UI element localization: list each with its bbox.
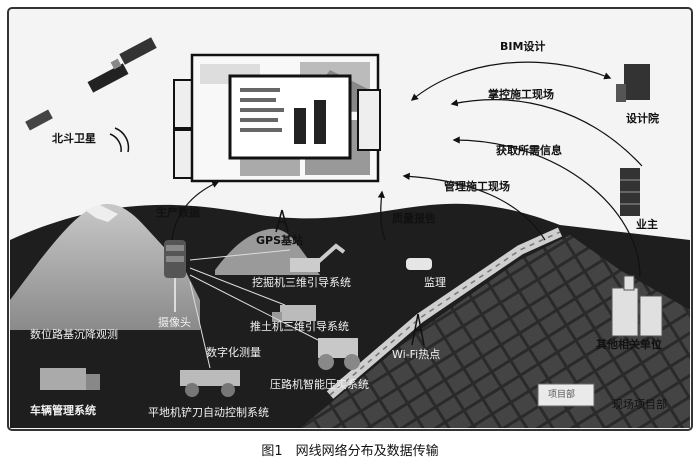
link-line-1 xyxy=(189,249,291,261)
grader-icon xyxy=(180,370,240,397)
satellite-icon xyxy=(25,37,157,153)
car-icon xyxy=(406,258,432,270)
label-project-dept: 现场项目部 xyxy=(612,398,667,411)
camera-icon xyxy=(164,240,186,312)
project-office-building xyxy=(537,383,595,407)
label-digital-survey: 数字化测量 xyxy=(206,346,261,359)
bulldozer-icon xyxy=(272,305,316,322)
label-camera: 摄像头 xyxy=(158,316,191,329)
label-gps-base: GPS基站 xyxy=(256,234,304,247)
label-compactor: 压路机智能压实系统 xyxy=(270,378,369,391)
label-settlement: 数位路基沉降观测 xyxy=(30,328,118,341)
label-manage-site: 管理施工现场 xyxy=(444,180,510,193)
link-line-2 xyxy=(189,267,286,306)
road-line xyxy=(329,231,561,396)
label-bulldozer: 推土机三维引导系统 xyxy=(250,320,349,333)
label-wifi: Wi-Fi热点 xyxy=(392,348,441,361)
label-owner: 业主 xyxy=(636,218,658,231)
link-line-3 xyxy=(189,274,319,341)
truck-icon xyxy=(40,368,100,390)
label-vehicle-mgmt: 车辆管理系统 xyxy=(30,404,96,417)
label-control-site: 掌控施工现场 xyxy=(488,88,554,101)
gps-tower xyxy=(275,209,289,233)
other-units-building xyxy=(611,275,663,337)
arrow-production xyxy=(171,181,220,241)
arrow-control xyxy=(450,99,643,167)
label-quality-report: 质量报告 xyxy=(392,212,436,225)
mountain-snow xyxy=(85,205,118,222)
figure-caption: 图1 网线网络分布及数据传输 xyxy=(261,444,439,459)
arrow-quality xyxy=(377,190,386,241)
compactor-icon xyxy=(318,338,360,370)
monitor-panels xyxy=(173,53,381,183)
owner-building xyxy=(620,168,640,216)
label-project-office-sign: 项目部 xyxy=(548,390,576,400)
label-bim: BIM设计 xyxy=(500,40,546,53)
left-mountain xyxy=(10,204,200,330)
label-obtain-info: 获取所需信息 xyxy=(496,144,562,157)
grid-slope xyxy=(300,235,690,428)
arrow-bim xyxy=(410,61,612,101)
design-institute-building xyxy=(616,64,650,102)
label-monitor: 监理 xyxy=(424,276,446,289)
label-design-institute: 设计院 xyxy=(626,112,659,125)
arrow-manage xyxy=(402,172,546,241)
label-grader: 平地机铲刀自动控制系统 xyxy=(148,406,269,419)
arrow-obtain xyxy=(452,136,641,277)
wifi-tower-icon xyxy=(411,313,425,346)
excavator-icon xyxy=(290,243,346,272)
link-line-4 xyxy=(189,281,211,369)
label-other-units: 其他相关单位 xyxy=(596,338,662,351)
label-production-data: 生产数据 xyxy=(156,206,200,219)
label-beidou: 北斗卫星 xyxy=(52,132,96,145)
label-excavator: 挖掘机三维引导系统 xyxy=(252,276,351,289)
